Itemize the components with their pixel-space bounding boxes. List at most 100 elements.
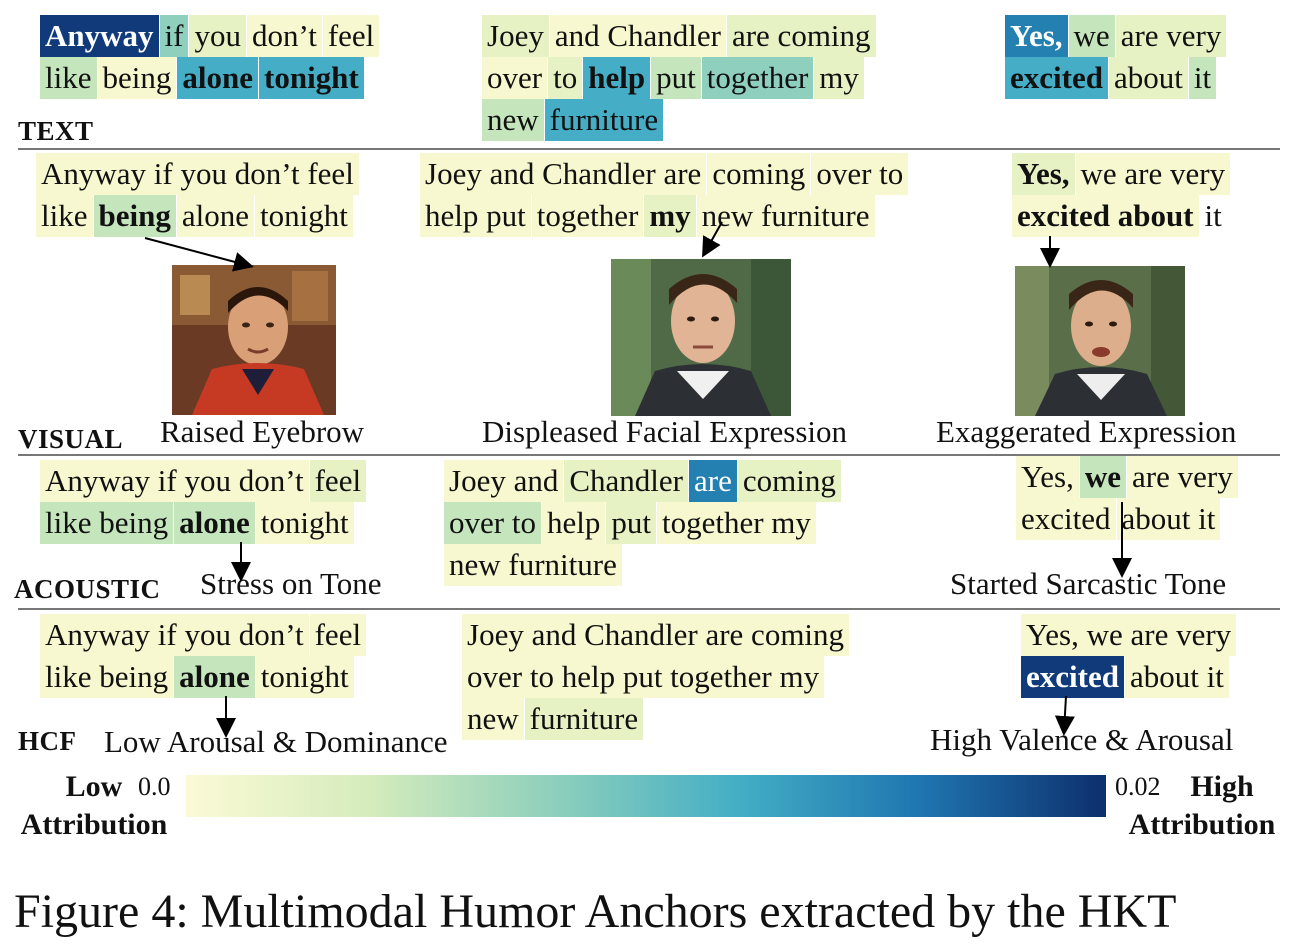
attribution-token: alone [174,502,255,544]
video-frame-chandler-1 [611,259,791,416]
attribution-token: it [1199,195,1227,237]
attribution-token: Yes, we are very [1021,614,1237,656]
utterance-line: Yes,we are very [1012,153,1291,195]
arrow [1054,695,1075,736]
utterance-line: Joey and Chandler are coming [462,614,902,656]
attribution-token: alone [174,656,255,698]
attribution-token: being [97,57,177,99]
attribution-token: are very [1127,456,1238,498]
attribution-token: Anyway if you don’t [40,614,309,656]
attribution-token: and Chandler [549,15,726,57]
attribution-token: put [651,57,701,99]
attribution-token: Joey and [444,460,564,502]
attribution-token: Joey [482,15,549,57]
attribution-token: together [701,57,814,99]
attribution-token: are very [1115,15,1227,57]
attribution-token: coming [737,460,841,502]
attribution-token: new [482,99,544,141]
legend-min-value: 0.0 [138,772,171,801]
section-label-hcf: HCF [18,726,77,756]
attribution-token: like being [40,656,174,698]
visual-caption-1: Raised Eyebrow [160,414,365,449]
attribution-token: Yes, [1012,153,1075,195]
attribution-token: Yes, [1005,15,1068,57]
hcf-caption-1: Low Arousal & Dominance [104,724,448,759]
attribution-token: Joey and Chandler are [420,153,707,195]
attribution-token: Anyway [40,15,159,57]
attribution-token: help put [420,195,531,237]
section-label-acoustic: ACOUSTIC [14,574,161,604]
attribution-token: over to [444,502,541,544]
section-divider [18,608,1280,610]
attribution-token: Chandler [564,460,688,502]
acoustic-caption-3: Started Sarcastic Tone [950,566,1227,601]
attribution-token: tonight [255,656,354,698]
attribution-token: are coming [726,15,876,57]
attribution-token: about [1108,57,1188,99]
attribution-token: being [93,195,176,237]
attribution-token: help [583,57,651,99]
attribution-token: over to help put together my [462,656,825,698]
attribution-token: furniture [544,99,664,141]
acoustic-caption-1: Stress on Tone [200,566,382,601]
colorbar [186,775,1106,817]
attribution-token: feel [309,614,367,656]
attribution-token: Joey and Chandler are coming [462,614,850,656]
attribution-token: we are very [1075,153,1231,195]
hcf-caption-3: High Valence & Arousal [930,722,1234,757]
attribution-token: like being [40,502,174,544]
section-divider [18,148,1280,150]
attribution-token: new [462,698,524,740]
attribution-token: together [531,195,644,237]
arrow [144,237,254,272]
utterance-line: Yes, we are very [1021,614,1291,656]
attribution-token: new furniture [696,195,875,237]
visual-caption-3: Exaggerated Expression [936,414,1237,449]
attribution-token: don’t [246,15,322,57]
section-divider [18,454,1280,456]
attribution-token: Anyway if you don’t feel [36,153,359,195]
attribution-token: feel [322,15,380,57]
attribution-token: are [688,460,737,502]
attribution-token: my [814,57,864,99]
attribution-token: tonight [255,502,354,544]
attribution-token: together my [656,502,816,544]
attribution-token: put [606,502,656,544]
utterance-line: Anyway if you don’t feel [36,153,456,195]
attribution-token: tonight [255,195,353,237]
attribution-token: Anyway if you don’t [40,460,309,502]
attribution-token: alone [177,57,258,99]
attribution-token: help [541,502,606,544]
utterance-line: new furniture [444,544,924,586]
attribution-token: excited [1016,498,1116,540]
attribution-token: furniture [524,698,644,740]
attribution-token: we [1068,15,1115,57]
attribution-token: if [159,15,189,57]
attribution-token: alone [176,195,254,237]
utterance-line: over to help put together my [462,656,902,698]
attribution-token: it [1188,57,1217,99]
legend-high-label: High Attribution [1128,770,1276,841]
